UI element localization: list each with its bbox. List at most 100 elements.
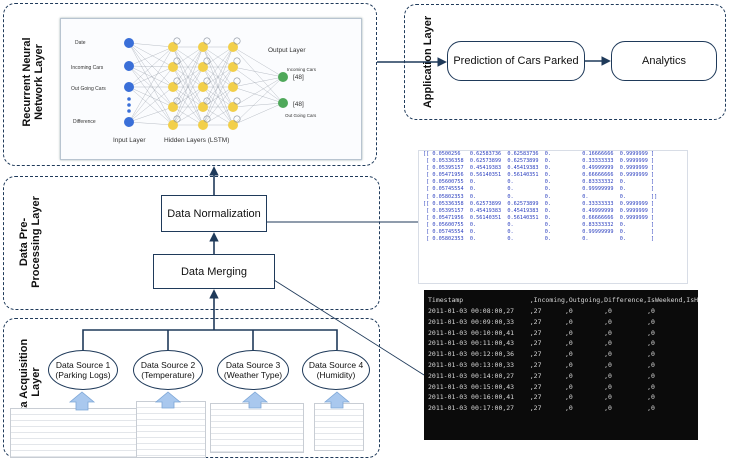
nn-connection	[232, 102, 284, 108]
data-source-2: Data Source 2 (Temperature)	[133, 350, 203, 390]
nn-recurrent-loop	[173, 57, 181, 65]
humidity-thumbnail	[314, 403, 364, 451]
terminal-data-row: 2011-01-03 00:09:00,33 ,27 ,0 ,0 ,0	[428, 317, 655, 326]
nn-connection	[128, 106, 174, 123]
data-normalization-box: Data Normalization	[161, 195, 267, 232]
nn-hidden-node	[228, 62, 238, 72]
temperature-thumbnail	[136, 401, 206, 458]
preprocessing-layer	[3, 176, 380, 310]
terminal-data-row: 2011-01-03 00:14:00,27 ,27 ,0 ,0 ,0	[428, 371, 655, 380]
nn-input-layer-label: Input Layer	[113, 137, 146, 144]
nn-output-bottom-value: [48]	[293, 101, 304, 108]
nn-connection	[202, 66, 234, 126]
nn-ellipsis-dot	[127, 109, 131, 113]
nn-connection	[128, 86, 174, 126]
matrix-row: [ 0.05600755 0. 0. 0. 0.83333332 0. ]	[423, 179, 655, 186]
nn-output-top-value: [48]	[293, 74, 304, 81]
nn-connection	[172, 46, 204, 88]
nn-connection	[128, 121, 174, 126]
nn-connection	[232, 102, 284, 126]
nn-recurrent-loop	[203, 77, 211, 85]
nn-recurrent-loop	[173, 77, 181, 85]
data-source-4: Data Source 4 (Humidity)	[302, 350, 370, 390]
nn-connection	[128, 66, 174, 123]
nn-output-layer-label: Output Layer	[268, 47, 306, 54]
nn-recurrent-loop	[173, 37, 181, 45]
parking-logs-thumbnail	[10, 408, 138, 458]
nn-output-bottom-name: Out Going Cars	[285, 113, 317, 118]
nn-connection	[172, 46, 204, 68]
nn-input-node	[124, 38, 134, 48]
nn-connection	[128, 66, 174, 88]
nn-connection	[172, 66, 204, 126]
matrix-row: [[ 0.05336358 0.62573899 0.62573899 0. 0…	[423, 200, 655, 207]
nn-input-label-2: Out Going Cars	[71, 86, 106, 92]
nn-connection	[128, 65, 174, 108]
nn-connection	[128, 42, 174, 68]
data-source-2-sub: (Temperature)	[141, 370, 195, 380]
nn-hidden-node	[198, 120, 208, 130]
matrix-row: [[ 0.0500256 0.62583736 0.62583736 0. 0.…	[423, 151, 655, 157]
data-source-4-sub: (Humidity)	[316, 370, 356, 380]
nn-hidden-node	[228, 102, 238, 112]
nn-connection	[232, 86, 284, 104]
matrix-row: [ 0.05395157 0.45419383 0.45419383 0. 0.…	[423, 165, 655, 172]
nn-output-node	[278, 98, 288, 108]
nn-connection	[202, 46, 234, 126]
neural-network-graph	[124, 37, 288, 130]
nn-recurrent-loop	[203, 37, 211, 45]
nn-connection	[202, 46, 234, 88]
matrix-row: [ 0.05802353 0. 0. 0. 0. 0. ]	[423, 236, 655, 243]
matrix-row: [ 0.05745554 0. 0. 0. 0.99999999 0. ]	[423, 186, 655, 193]
nn-connection	[232, 76, 284, 108]
nn-connection	[172, 86, 204, 126]
nn-input-node	[124, 117, 134, 127]
nn-input-label-0: Date	[75, 40, 86, 46]
nn-output-node	[278, 72, 288, 82]
nn-connection	[172, 46, 204, 108]
nn-connection	[128, 42, 174, 88]
terminal-data-row: 2011-01-03 00:15:00,43 ,27 ,0 ,0 ,0	[428, 382, 655, 391]
nn-hidden-node	[228, 42, 238, 52]
nn-connection	[128, 42, 174, 108]
matrix-row: [ 0.05336358 0.62573899 0.62573899 0. 0.…	[423, 158, 655, 165]
nn-connection	[128, 42, 174, 126]
nn-connection	[202, 46, 234, 108]
nn-hidden-node	[168, 120, 178, 130]
matrix-row: [ 0.05471956 0.56140351 0.56140351 0. 0.…	[423, 172, 655, 179]
nn-connection	[128, 46, 174, 67]
data-source-3: Data Source 3 (Weather Type)	[217, 350, 289, 390]
nn-connection	[128, 86, 174, 108]
terminal-data-row: 2011-01-03 00:08:00,27 ,27 ,0 ,0 ,0	[428, 307, 655, 315]
nn-connection	[232, 76, 284, 88]
nn-input-node	[124, 82, 134, 92]
nn-recurrent-loop	[203, 57, 211, 65]
nn-hidden-node	[168, 82, 178, 92]
nn-connection	[128, 42, 174, 48]
nn-ellipsis-dot	[127, 97, 131, 101]
nn-connection	[232, 66, 284, 104]
nn-connection	[232, 76, 284, 126]
terminal-data-row: 2011-01-03 00:10:00,41 ,27 ,0 ,0 ,0	[428, 328, 655, 337]
terminal-data-row: 2011-01-03 00:11:00,43 ,27 ,0 ,0 ,0	[428, 339, 655, 348]
nn-connection	[202, 46, 234, 68]
analytics-box: Analytics	[611, 41, 717, 81]
nn-input-label-3: Difference	[73, 119, 96, 125]
nn-connection	[202, 66, 234, 108]
nn-connection	[172, 86, 204, 108]
nn-connection	[232, 46, 284, 104]
matrix-row: [ 0.05802353 0. 0. 0. 0. 0. ]]	[423, 193, 658, 200]
nn-input-node	[124, 61, 134, 71]
nn-connection	[172, 66, 204, 108]
data-source-1-title: Data Source 1	[55, 360, 111, 370]
data-source-1: Data Source 1 (Parking Logs)	[48, 350, 118, 390]
neural-network-figure: Date Incoming Cars Out Going Cars Differ…	[60, 18, 362, 160]
matrix-row: [ 0.05395157 0.45419383 0.45419383 0. 0.…	[423, 207, 655, 214]
data-source-2-title: Data Source 2	[140, 360, 196, 370]
nn-hidden-node	[168, 62, 178, 72]
nn-hidden-node	[228, 120, 238, 130]
nn-recurrent-loop	[173, 97, 181, 105]
nn-recurrent-loop	[233, 37, 241, 45]
nn-input-label-1: Incoming Cars	[71, 65, 104, 71]
data-source-4-title: Data Source 4	[308, 360, 364, 370]
